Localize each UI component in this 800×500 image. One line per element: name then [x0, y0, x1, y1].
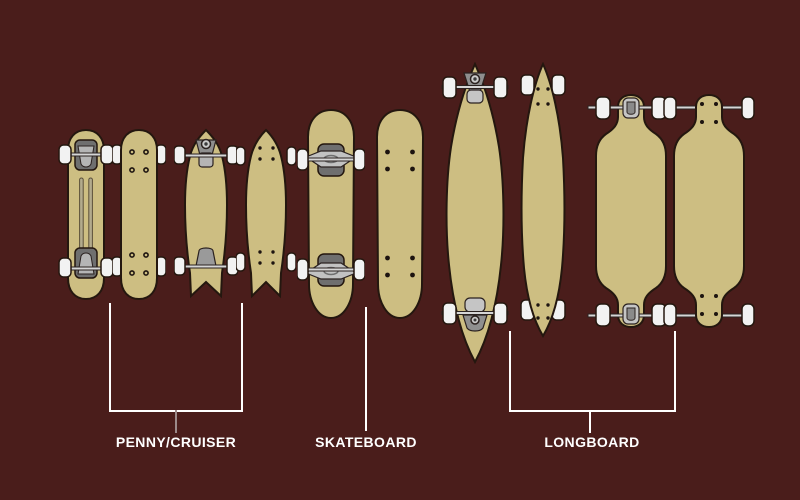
- pintail-longboard-bottom-view: [441, 62, 509, 364]
- skateboard-pointer-line: [365, 307, 367, 431]
- skateboard-bottom-view: [297, 108, 365, 320]
- penny-cruiser-label: PENNY/CRUISER: [115, 434, 237, 450]
- skateboard-top-view: [375, 108, 425, 320]
- longboard-label: LONGBOARD: [544, 434, 640, 450]
- penny-board-top-view: [112, 128, 166, 301]
- cruiser-fishtail-bottom-view: [174, 128, 238, 299]
- longboard-bracket-stem: [589, 410, 591, 433]
- penny-cruiser-bracket-stem: [175, 410, 177, 433]
- skateboard-label: SKATEBOARD: [315, 434, 417, 450]
- penny-board-bottom-view: [58, 128, 114, 301]
- penny-cruiser-bracket: [109, 303, 243, 412]
- pintail-longboard-top-view: [520, 62, 566, 338]
- drop-through-longboard-top-view: [663, 93, 755, 329]
- cruiser-fishtail-top-view: [236, 128, 296, 299]
- longboard-bracket: [509, 331, 676, 412]
